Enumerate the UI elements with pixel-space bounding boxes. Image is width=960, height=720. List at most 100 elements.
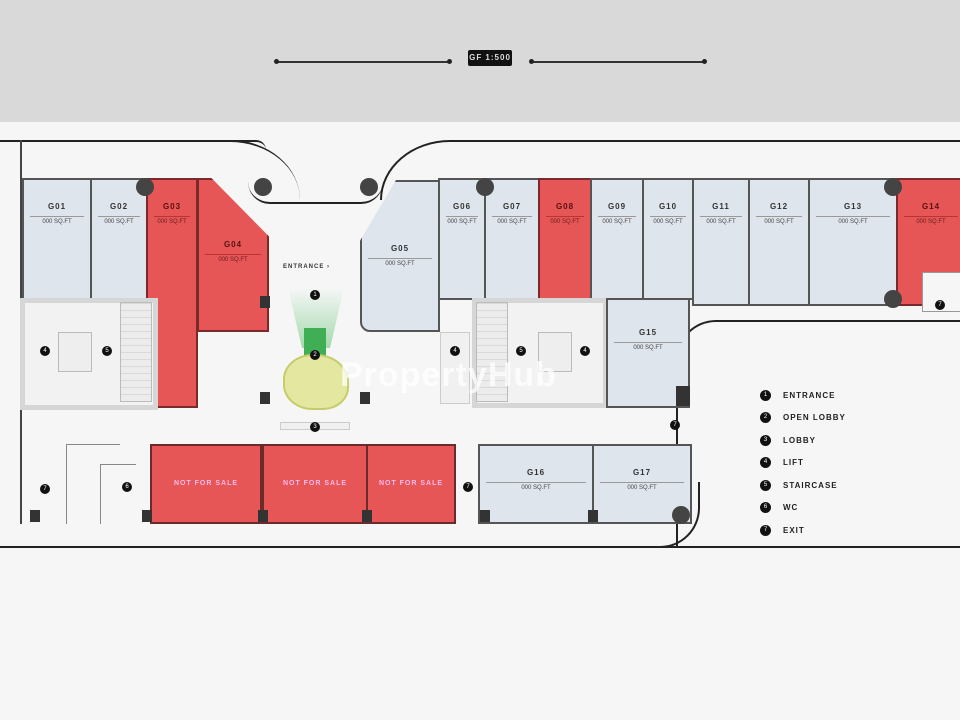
lift-right <box>538 332 572 372</box>
column <box>260 296 270 308</box>
pillar <box>672 506 690 524</box>
legend-marker-icon: 6 <box>760 502 771 514</box>
marker-wc: 6 <box>122 482 132 492</box>
unit-g10[interactable]: G10 000 SQ.FT <box>642 178 694 300</box>
column <box>360 392 370 404</box>
unit-area: 000 SQ.FT <box>205 254 261 263</box>
not-for-sale-unit-1: NOT FOR SALE <box>150 444 262 524</box>
column <box>30 510 40 522</box>
legend-label: ENTRANCE <box>783 390 836 400</box>
legend-marker-icon: 1 <box>760 389 771 401</box>
unit-code: G02 <box>109 202 129 211</box>
unit-area: 000 SQ.FT <box>598 216 636 225</box>
unit-g06[interactable]: G06 000 SQ.FT <box>438 178 486 300</box>
unit-code: G07 <box>502 202 522 211</box>
scale-label: GF 1:500 <box>468 50 512 66</box>
legend-item-staircase: 5 STAIRCASE <box>760 474 846 497</box>
legend-marker-icon: 7 <box>760 524 771 536</box>
pillar <box>254 178 272 196</box>
corridor-outline-left <box>0 140 266 150</box>
marker-exit: 7 <box>935 300 945 310</box>
unit-code: G13 <box>843 202 863 211</box>
unit-g12[interactable]: G12 000 SQ.FT <box>748 178 810 306</box>
legend-item-wc: 6 WC <box>760 497 846 520</box>
unit-code: G09 <box>607 202 627 211</box>
unit-area: 000 SQ.FT <box>700 216 742 225</box>
unit-area: 000 SQ.FT <box>30 216 84 225</box>
marker-open-lobby: 2 <box>310 350 320 360</box>
legend: 1 ENTRANCE 2 OPEN LOBBY 3 LOBBY 4 LIFT 5… <box>760 384 846 542</box>
legend-marker-icon: 2 <box>760 412 771 424</box>
unit-code: G16 <box>526 468 546 477</box>
unit-area: 000 SQ.FT <box>446 216 478 225</box>
unit-code: G14 <box>921 202 941 211</box>
unit-code: G03 <box>162 202 182 211</box>
unit-area: 000 SQ.FT <box>546 216 584 225</box>
dimension-line-right <box>529 59 707 64</box>
column <box>362 510 372 522</box>
legend-item-entrance: 1 ENTRANCE <box>760 384 846 407</box>
column <box>258 510 268 522</box>
unit-code: G15 <box>638 328 658 337</box>
unit-code: G12 <box>769 202 789 211</box>
unit-g11[interactable]: G11 000 SQ.FT <box>692 178 750 306</box>
entrance-label: ENTRANCE › <box>283 264 330 270</box>
unit-area: 000 SQ.FT <box>816 216 890 225</box>
legend-label: WC <box>783 503 799 513</box>
column <box>142 510 152 522</box>
header-band: GF 1:500 <box>0 0 960 122</box>
unit-code: G04 <box>223 240 243 249</box>
unit-g02[interactable]: G02 000 SQ.FT <box>90 178 148 300</box>
unit-g07[interactable]: G07 000 SQ.FT <box>484 178 540 300</box>
column <box>480 510 490 522</box>
legend-marker-icon: 3 <box>760 434 771 446</box>
pillar <box>136 178 154 196</box>
pillar <box>476 178 494 196</box>
unit-area: 000 SQ.FT <box>368 258 432 267</box>
fountain-feature <box>283 354 349 410</box>
unit-g09[interactable]: G09 000 SQ.FT <box>590 178 644 300</box>
lift-left <box>58 332 92 372</box>
plan-right-curve <box>676 320 960 548</box>
column <box>588 510 598 522</box>
plan-bottom-wall <box>0 546 690 548</box>
corridor-dip <box>248 182 383 204</box>
staircase-right <box>476 302 508 402</box>
legend-item-lobby: 3 LOBBY <box>760 429 846 452</box>
staircase-left <box>120 302 152 402</box>
marker-lift: 4 <box>580 346 590 356</box>
unit-g08[interactable]: G08 000 SQ.FT <box>538 178 592 300</box>
unit-g05[interactable]: G05 000 SQ.FT <box>360 180 440 332</box>
lift-mid <box>440 332 470 404</box>
legend-marker-icon: 4 <box>760 457 771 469</box>
unit-area: 000 SQ.FT <box>614 342 682 351</box>
dimension-line-left <box>274 59 452 64</box>
stair-bottom-left-inner <box>100 464 136 524</box>
unit-g13[interactable]: G13 000 SQ.FT <box>808 178 898 306</box>
legend-marker-icon: 5 <box>760 479 771 491</box>
unit-area: 000 SQ.FT <box>600 482 684 491</box>
unit-g01[interactable]: G01 000 SQ.FT <box>22 178 92 300</box>
unit-code: G11 <box>712 202 730 211</box>
pillar <box>360 178 378 196</box>
unit-area: 000 SQ.FT <box>756 216 802 225</box>
pillar <box>884 178 902 196</box>
unit-area: 000 SQ.FT <box>492 216 532 225</box>
legend-item-exit: 7 EXIT <box>760 519 846 542</box>
marker-exit: 7 <box>670 420 680 430</box>
unit-area: 000 SQ.FT <box>486 482 586 491</box>
legend-label: EXIT <box>783 525 805 535</box>
marker-lobby: 3 <box>310 422 320 432</box>
unit-code: G01 <box>47 202 67 211</box>
legend-label: LIFT <box>783 458 804 468</box>
watermark: PropertyHub <box>340 356 557 394</box>
legend-item-open-lobby: 2 OPEN LOBBY <box>760 407 846 430</box>
stair-bottom-left <box>66 444 120 524</box>
marker-staircase: 5 <box>516 346 526 356</box>
unit-code: G10 <box>658 202 678 211</box>
marker-entrance: 1 <box>310 290 320 300</box>
unit-code: G17 <box>632 468 652 477</box>
unit-g16[interactable]: G16 000 SQ.FT <box>478 444 594 524</box>
unit-area: 000 SQ.FT <box>904 216 958 225</box>
floor-plan: ENTRANCE › G01 000 SQ.FT G02 000 SQ.FT G… <box>0 122 960 720</box>
